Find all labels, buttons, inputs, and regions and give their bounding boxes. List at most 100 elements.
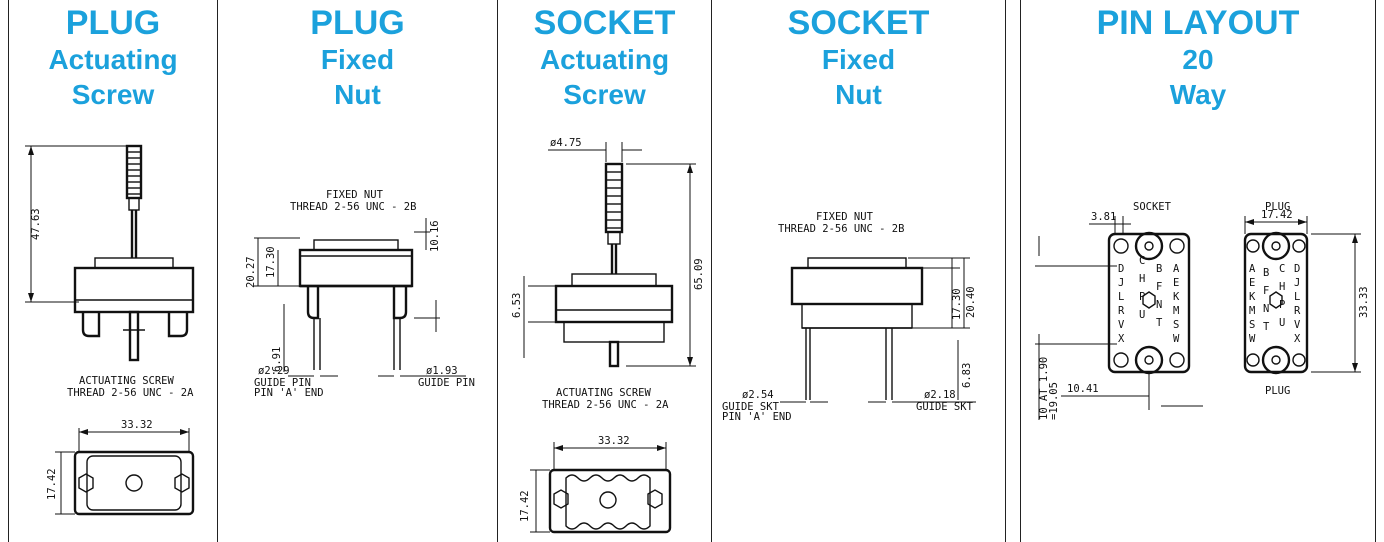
dim-d1: 6.53 xyxy=(511,293,523,318)
panel-socket-fixed-nut: SOCKET Fixed Nut FIXED NUT THREAD 2-56 U… xyxy=(712,0,1006,542)
dim-d2: 17.42 xyxy=(1261,209,1293,221)
pin-label: C xyxy=(1139,255,1145,267)
note-line-1: FIXED NUT xyxy=(816,211,874,223)
title-line-3: Nut xyxy=(835,79,882,111)
pin-label: F xyxy=(1263,285,1269,297)
pin-label: V xyxy=(1294,319,1301,331)
pin-label: X xyxy=(1294,333,1301,345)
plug-fixed-nut-drawing: FIXED NUT THREAD 2-56 UNC - 2B 20.27 17.… xyxy=(245,189,475,399)
pin-label: U xyxy=(1279,317,1285,329)
title-line-1: SOCKET xyxy=(787,4,930,42)
dim-d3: 33.33 xyxy=(1358,286,1370,318)
dim-height: 47.63 xyxy=(30,208,42,240)
pin-label: W xyxy=(1173,333,1180,345)
dim-width: 33.32 xyxy=(598,435,630,447)
note-line-2: THREAD 2-56 UNC - 2A xyxy=(542,399,669,411)
socket-fixed-nut-drawing: FIXED NUT THREAD 2-56 UNC - 2B 17.30 20.… xyxy=(722,211,977,423)
panel-title: SOCKET Fixed Nut xyxy=(712,4,1005,112)
note-line-2: THREAD 2-56 UNC - 2B xyxy=(778,223,904,235)
dim-d6: ø1.93 xyxy=(426,365,458,377)
title-line-1: PIN LAYOUT xyxy=(1096,4,1300,42)
label-plug-top: PLUG xyxy=(1265,201,1290,213)
dim-width: 33.32 xyxy=(121,419,153,431)
panel-socket-actuating-screw: SOCKET Actuating Screw ø4.75 65.09 6.53 … xyxy=(498,0,712,542)
pin-label: R xyxy=(1294,305,1301,317)
dim-d5: ø2.18 xyxy=(924,389,956,401)
title-line-2: Actuating xyxy=(48,44,178,76)
label-guide-skt-left: GUIDE SKT xyxy=(722,401,780,413)
dim-d4: 6.91 xyxy=(271,347,283,372)
label-pin-a-end: PIN 'A' END xyxy=(254,387,324,399)
dim-depth: 17.42 xyxy=(519,490,531,522)
dim-d4: 10 AT 1.90 xyxy=(1038,357,1050,420)
title-line-1: PLUG xyxy=(310,4,405,42)
label-guide-skt-right: GUIDE SKT xyxy=(916,401,974,413)
note-line-1: FIXED NUT xyxy=(326,189,384,201)
title-line-3: Screw xyxy=(71,79,155,111)
label-plug-bottom: PLUG xyxy=(1265,385,1290,397)
dim-d3: 6.83 xyxy=(961,363,973,388)
label-guide-pin-left: GUIDE PIN xyxy=(254,377,311,389)
pin-label: J xyxy=(1118,277,1124,289)
pin-label: L xyxy=(1294,291,1300,303)
pin-label: B xyxy=(1263,267,1269,279)
panel-title: SOCKET Actuating Screw xyxy=(498,4,711,112)
title-line-3: Screw xyxy=(563,79,646,111)
dim-d1: 3.81 xyxy=(1091,211,1116,223)
pin-label: S xyxy=(1173,319,1179,331)
dim-d5: =19.05 xyxy=(1048,382,1060,420)
dim-d6: 10.41 xyxy=(1067,383,1099,395)
dim-d2: 17.30 xyxy=(265,246,277,278)
note-line-2: THREAD 2-56 UNC - 2A xyxy=(67,387,194,399)
label-socket: SOCKET xyxy=(1133,201,1172,213)
pin-label: S xyxy=(1249,319,1255,331)
title-line-2: 20 xyxy=(1182,44,1214,76)
pin-label: X xyxy=(1118,333,1125,345)
pin-label: J xyxy=(1294,277,1300,289)
dim-height: 65.09 xyxy=(693,258,705,290)
title-line-3: Way xyxy=(1169,79,1227,111)
pin-label: C xyxy=(1279,263,1285,275)
title-line-2: Fixed xyxy=(320,44,395,76)
pin-label: E xyxy=(1249,277,1255,289)
note-line-1: ACTUATING SCREW xyxy=(79,375,175,387)
dim-d5: ø2.29 xyxy=(258,365,290,377)
title-line-3: Nut xyxy=(334,79,381,111)
pin-label: E xyxy=(1173,277,1179,289)
pin-label: A xyxy=(1173,263,1180,275)
pin-label: H xyxy=(1139,273,1145,285)
panel-title: PLUG Fixed Nut xyxy=(218,4,497,112)
pin-label: M xyxy=(1249,305,1255,317)
pin-label: D xyxy=(1294,263,1300,275)
pin-label: H xyxy=(1279,281,1285,293)
pin-label: W xyxy=(1249,333,1256,345)
label-pin-a-end: PIN 'A' END xyxy=(722,411,792,423)
panel-title: PIN LAYOUT 20 Way xyxy=(1021,4,1375,112)
pin-label: N xyxy=(1263,303,1269,315)
pin-label: L xyxy=(1118,291,1124,303)
dim-d3: 10.16 xyxy=(429,220,441,252)
pin-label: N xyxy=(1156,299,1162,311)
dim-d2: 20.40 xyxy=(965,286,977,318)
pin-label: D xyxy=(1118,263,1124,275)
pin-label: P xyxy=(1139,291,1145,303)
dim-diameter: ø4.75 xyxy=(550,137,582,149)
pin-label: U xyxy=(1139,309,1145,321)
pin-label: T xyxy=(1263,321,1270,333)
pin-label: T xyxy=(1156,317,1163,329)
dim-depth: 17.42 xyxy=(46,468,58,500)
label-guide-pin-right: GUIDE PIN xyxy=(418,377,475,389)
pin-label: P xyxy=(1279,299,1285,311)
pin-label: F xyxy=(1156,281,1162,293)
pin-label: M xyxy=(1173,305,1179,317)
panel-title: PLUG Actuating Screw xyxy=(9,4,217,112)
title-line-2: Fixed xyxy=(821,44,896,76)
pin-label: K xyxy=(1173,291,1180,303)
note-line-1: ACTUATING SCREW xyxy=(556,387,652,399)
pin-label: A xyxy=(1249,263,1256,275)
title-line-1: PLUG xyxy=(65,4,161,42)
plug-actuating-screw-drawing: 47.63 ACTUATING SCREW THREAD 2-56 UNC - … xyxy=(25,144,195,516)
title-line-1: SOCKET xyxy=(533,4,676,42)
